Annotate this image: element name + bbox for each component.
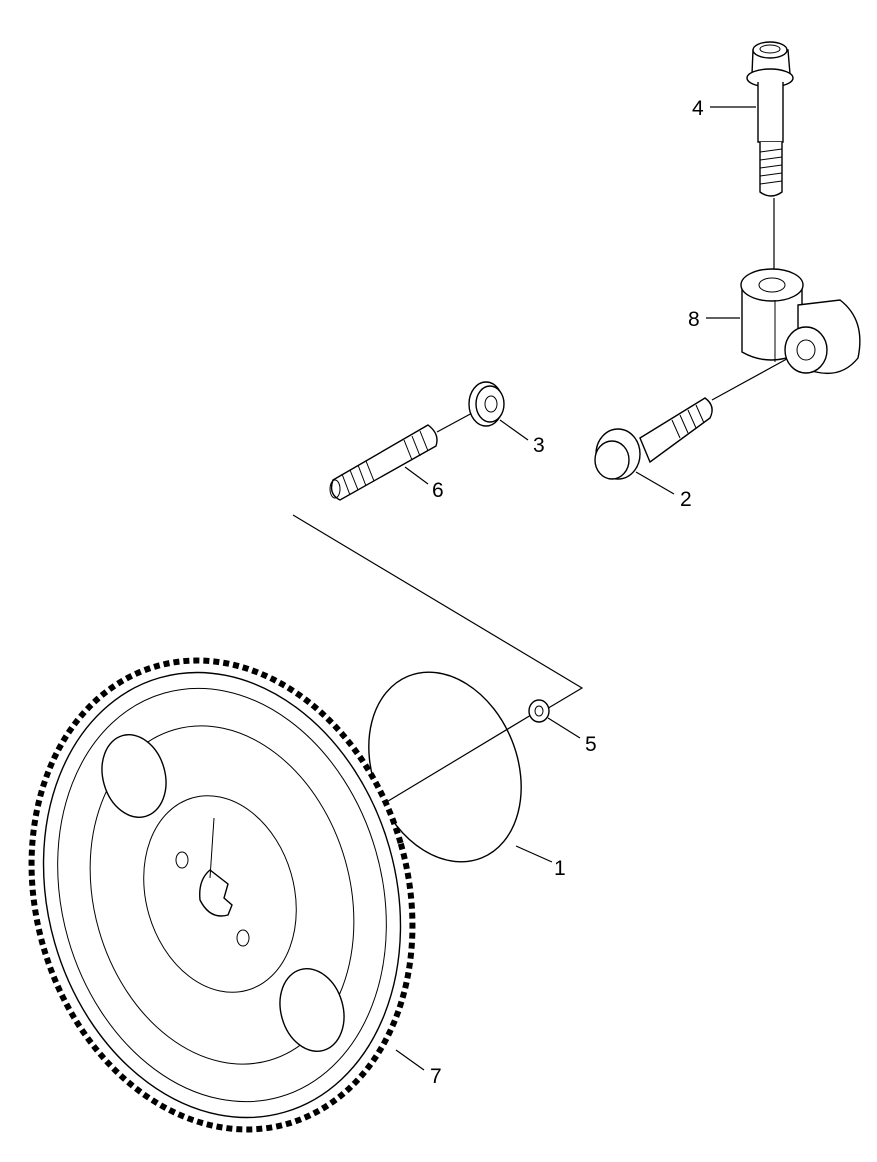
part-4-flange-bolt — [746, 41, 794, 197]
callout-4: 4 — [692, 97, 704, 120]
part-8-bracket — [740, 268, 861, 375]
part-7-gear — [28, 657, 416, 1133]
leader-lines — [395, 106, 756, 1071]
callout-7: 7 — [430, 1065, 442, 1088]
callout-6: 6 — [432, 479, 444, 502]
callout-5: 5 — [585, 733, 597, 756]
callout-3: 3 — [533, 434, 545, 457]
assembly-lines — [292, 198, 795, 819]
callout-2: 2 — [680, 488, 692, 511]
part-5-washer — [528, 699, 550, 723]
callout-1: 1 — [554, 857, 566, 880]
callout-8: 8 — [688, 308, 700, 331]
part-2-flange-bolt — [594, 397, 713, 480]
part-3-flange-nut — [468, 381, 505, 427]
part-6-stud — [329, 424, 438, 501]
